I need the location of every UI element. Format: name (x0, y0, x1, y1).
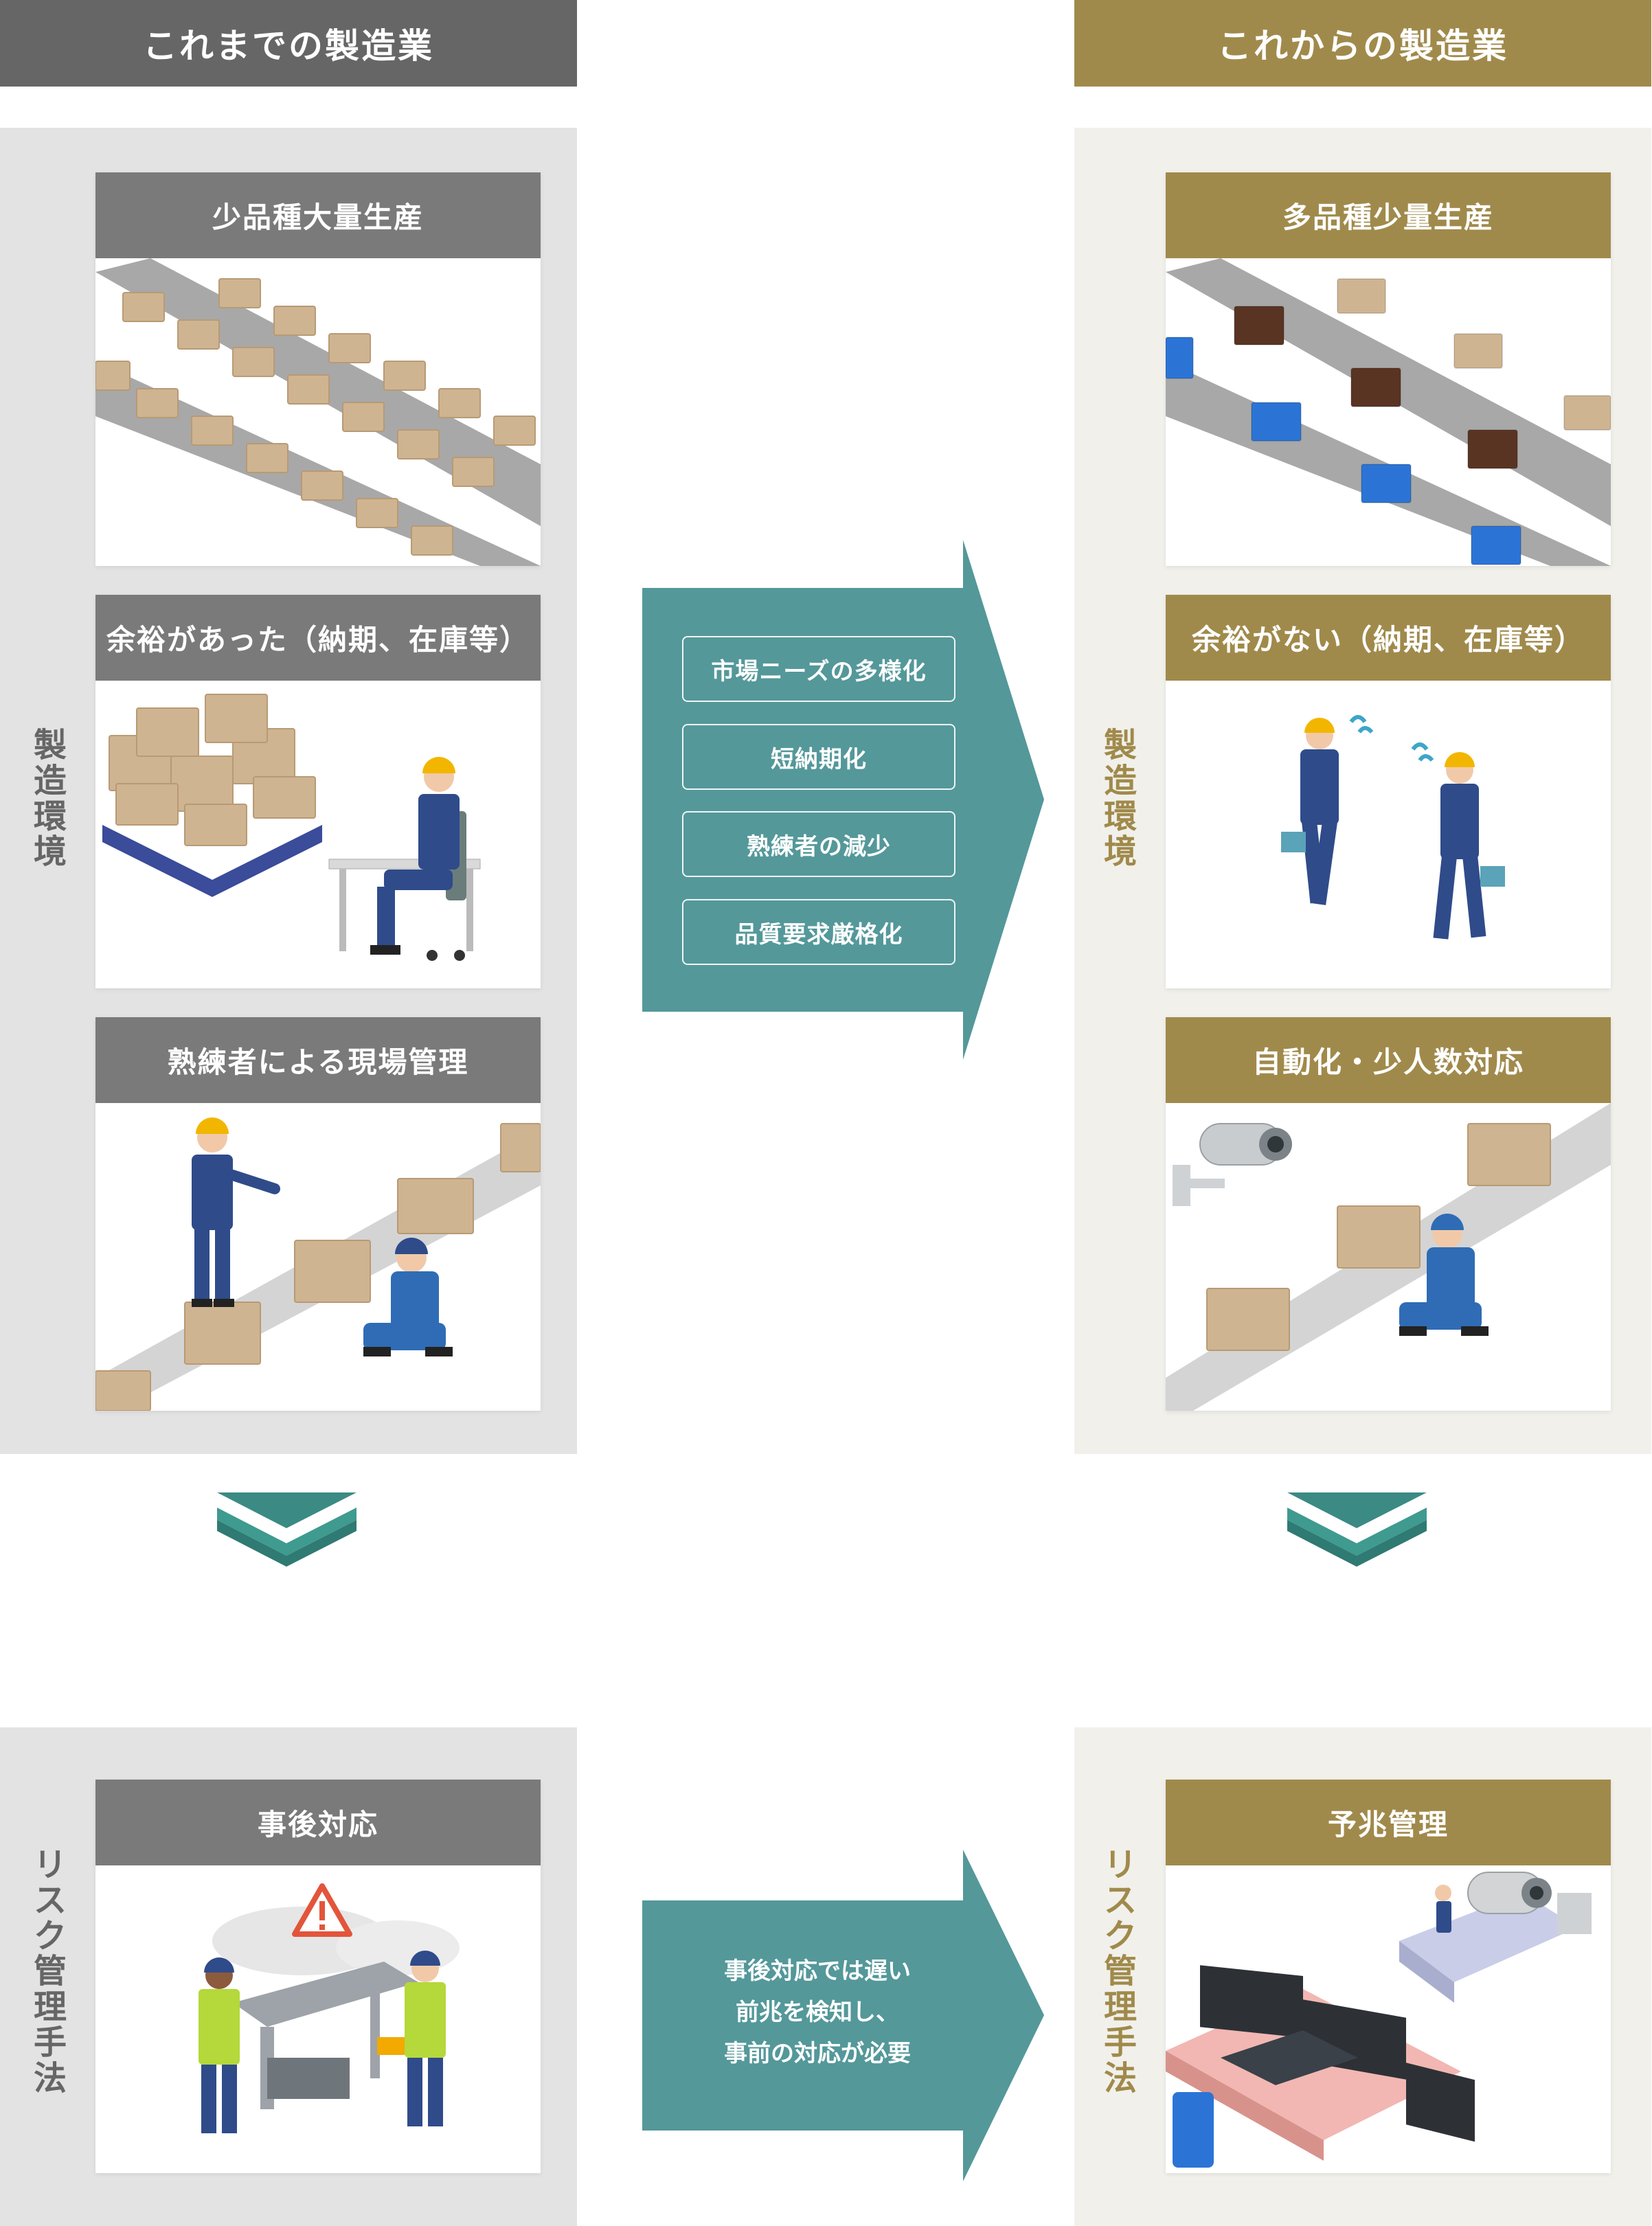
card-title: 事後対応 (95, 1780, 541, 1865)
new-down-chevron (1287, 1492, 1427, 1567)
mixed-conveyor-illustration (1166, 258, 1611, 566)
change-factors-arrow (642, 540, 1044, 1060)
factor-short-delivery: 短納期化 (682, 724, 955, 790)
old-env-side-label: 製造 環境 (33, 726, 67, 872)
new-column-header: これからの製造業 (1074, 0, 1651, 87)
card-title: 多品種少量生産 (1166, 172, 1611, 258)
old-column-header: これまでの製造業 (0, 0, 577, 87)
risk-change-arrow (642, 1850, 1044, 2181)
old-down-chevron (217, 1492, 357, 1567)
breakdown-illustration (199, 1883, 460, 2133)
new-card-predictive: 予兆管理 (1166, 1780, 1611, 2173)
old-card-had-slack: 余裕があった（納期、在庫等） (95, 595, 541, 988)
card-title: 自動化・少人数対応 (1166, 1017, 1611, 1103)
automation-illustration (1166, 1103, 1611, 1411)
monitoring-room-illustration (1166, 1872, 1592, 2168)
risk-arrow-text: 事後対応では遅い 前兆を検知し、 事前の対応が必要 (724, 1957, 911, 2067)
new-card-high-mix: 多品種少量生産 (1166, 172, 1611, 566)
card-title: 少品種大量生産 (95, 172, 541, 258)
new-risk-side-label: リス ク管 理手 法 (1103, 1845, 1137, 2098)
factor-strict-quality: 品質要求厳格化 (682, 899, 955, 965)
conveyor-illustration (95, 258, 541, 566)
card-title: 予兆管理 (1166, 1780, 1611, 1865)
new-card-automation: 自動化・少人数対応 (1166, 1017, 1611, 1411)
card-title: 余裕がない（納期、在庫等） (1166, 595, 1611, 681)
old-risk-side-label: リス ク管 理手 法 (33, 1845, 67, 2098)
skilled-worker-illustration (95, 1117, 541, 1411)
busy-workers-illustration (1281, 715, 1505, 940)
card-title: 熟練者による現場管理 (95, 1017, 541, 1103)
old-card-mass-production: 少品種大量生産 (95, 172, 541, 566)
factor-market-diversification: 市場ニーズの多様化 (682, 636, 955, 702)
old-card-skilled-management: 熟練者による現場管理 (95, 1017, 541, 1411)
card-title: 余裕があった（納期、在庫等） (95, 595, 541, 681)
new-card-no-slack: 余裕がない（納期、在庫等） (1166, 595, 1611, 988)
new-env-side-label: 製造 環境 (1103, 726, 1137, 872)
old-card-after-the-fact: 事後対応 (95, 1780, 541, 2173)
factor-fewer-skilled: 熟練者の減少 (682, 811, 955, 877)
worker-desk-illustration (102, 694, 481, 961)
